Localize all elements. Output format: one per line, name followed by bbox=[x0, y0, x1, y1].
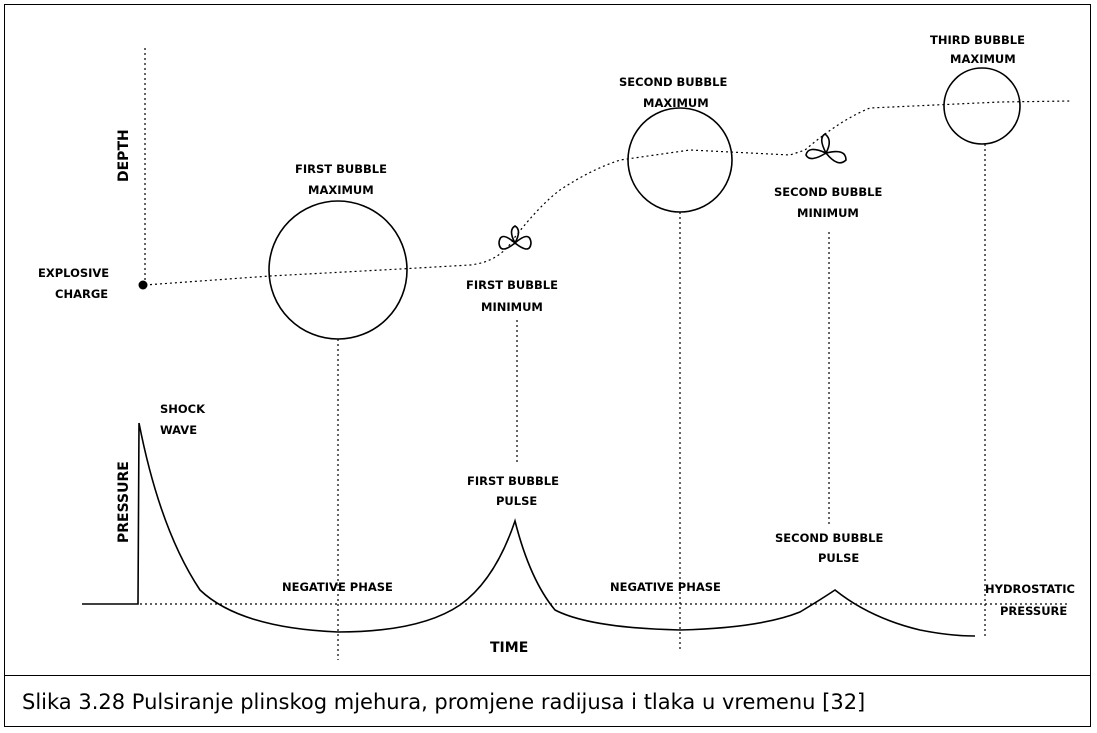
second-bubble-maximum-circle bbox=[627, 107, 733, 213]
hydrostatic-pressure-label-2: PRESSURE bbox=[1000, 604, 1067, 618]
third-bubble-maximum-label: THIRD BUBBLE bbox=[930, 33, 1025, 47]
third-bubble-maximum-circle bbox=[943, 67, 1021, 145]
explosive-charge-label-2: CHARGE bbox=[55, 287, 108, 301]
figure-caption: Slika 3.28 Pulsiranje plinskog mjehura, … bbox=[22, 690, 866, 714]
pressure-curve bbox=[82, 422, 976, 637]
first-bubble-pulse-label: FIRST BUBBLE bbox=[467, 474, 559, 488]
first-bubble-pulse-label-2: PULSE bbox=[496, 494, 537, 508]
negative-phase-label-2: NEGATIVE PHASE bbox=[610, 580, 721, 594]
depth-axis-label: DEPTH bbox=[116, 129, 132, 182]
shock-wave-label-2: WAVE bbox=[160, 423, 197, 437]
second-bubble-maximum-label-2: MAXIMUM bbox=[643, 96, 709, 110]
second-bubble-pulse-label: SECOND BUBBLE bbox=[775, 531, 883, 545]
second-bubble-minimum-shape bbox=[805, 133, 847, 164]
first-bubble-minimum-label-2: MINIMUM bbox=[481, 300, 543, 314]
figure-frame bbox=[4, 4, 1091, 727]
time-axis-label: TIME bbox=[490, 640, 528, 656]
pressure-axis-label: PRESSURE bbox=[116, 461, 132, 543]
bubble-pulsation-diagram: DEPTH PRESSURE TIME EXPLOSIVE CHARGE FIR… bbox=[38, 33, 1075, 660]
second-bubble-minimum-label-2: MINIMUM bbox=[797, 206, 859, 220]
first-bubble-maximum-label-2: MAXIMUM bbox=[308, 183, 374, 197]
first-bubble-maximum-label: FIRST BUBBLE bbox=[295, 162, 387, 176]
negative-phase-label-1: NEGATIVE PHASE bbox=[282, 580, 393, 594]
shock-wave-label: SHOCK bbox=[160, 402, 206, 416]
first-bubble-minimum-label: FIRST BUBBLE bbox=[466, 278, 558, 292]
second-bubble-pulse-label-2: PULSE bbox=[818, 551, 859, 565]
first-bubble-minimum-shape bbox=[498, 225, 532, 250]
explosive-charge-dot bbox=[138, 280, 148, 290]
bubble-migration-path bbox=[144, 100, 1071, 286]
second-bubble-maximum-label: SECOND BUBBLE bbox=[619, 75, 727, 89]
hydrostatic-pressure-label: HYDROSTATIC bbox=[985, 582, 1075, 596]
second-bubble-minimum-label: SECOND BUBBLE bbox=[774, 185, 882, 199]
explosive-charge-label: EXPLOSIVE bbox=[38, 266, 109, 280]
third-bubble-maximum-label-2: MAXIMUM bbox=[950, 52, 1016, 66]
caption-divider bbox=[4, 675, 1091, 676]
